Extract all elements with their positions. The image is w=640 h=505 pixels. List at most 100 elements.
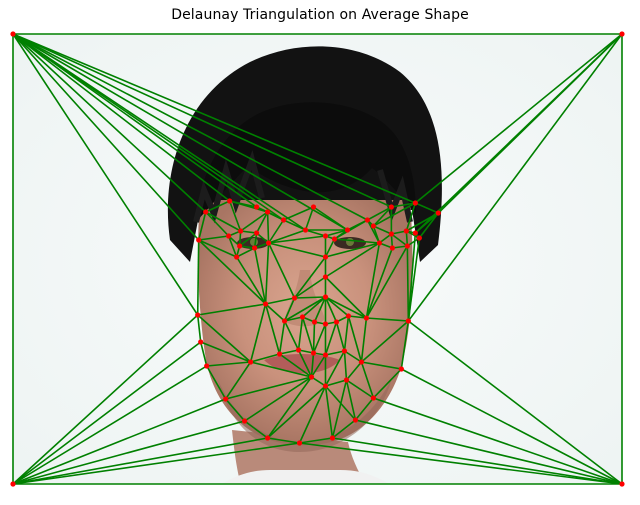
- triangulation-edge: [325, 242, 380, 258]
- triangulation-edge: [365, 247, 394, 319]
- landmark-point: [364, 217, 371, 223]
- triangulation-edge: [200, 341, 251, 363]
- triangulation-edge: [283, 320, 300, 351]
- triangulation-edge: [325, 242, 380, 278]
- landmark-point: [291, 295, 298, 301]
- landmark-point: [302, 227, 309, 233]
- triangulation-edge: [268, 229, 306, 244]
- landmark-point: [310, 204, 317, 210]
- triangulation-edge: [354, 397, 375, 421]
- landmark-point: [345, 313, 352, 319]
- landmark-point: [435, 210, 441, 216]
- landmark-point: [254, 204, 260, 210]
- triangulation-edge: [250, 361, 312, 378]
- landmark-point: [363, 315, 370, 321]
- triangulation-edge: [12, 33, 200, 241]
- landmark-point: [403, 228, 409, 234]
- triangulation-edge: [199, 341, 208, 367]
- triangulation-edge: [400, 320, 410, 370]
- landmark-point: [10, 31, 16, 37]
- landmark-point: [404, 243, 410, 249]
- triangulation-edge: [294, 276, 326, 299]
- landmark-point: [388, 231, 394, 237]
- triangulation-edge: [324, 238, 336, 258]
- triangulation-edge: [343, 315, 350, 352]
- triangulation-edge: [324, 296, 349, 317]
- triangulation-edge: [360, 361, 375, 399]
- landmark-point: [322, 233, 329, 239]
- triangulation-edge: [346, 379, 374, 399]
- triangulation-edge: [324, 385, 334, 439]
- triangulation-edge: [268, 242, 326, 258]
- triangulation-edge: [265, 297, 295, 305]
- triangulation-edge: [331, 419, 356, 439]
- triangulation-edge: [325, 229, 348, 237]
- landmark-point: [196, 237, 202, 243]
- triangulation-edge: [312, 321, 316, 354]
- triangulation-edge: [12, 33, 231, 202]
- right-iris: [346, 238, 354, 246]
- triangulation-edge: [196, 239, 200, 316]
- landmark-point: [254, 230, 260, 236]
- landmark-point: [281, 318, 288, 324]
- triangulation-edge: [331, 379, 348, 439]
- triangulation-edge: [324, 276, 367, 319]
- triangulation-edge: [12, 33, 348, 231]
- triangulation-edge: [418, 212, 439, 239]
- triangulation-edge: [197, 303, 266, 316]
- hair-fringe: [196, 102, 416, 222]
- triangulation-edge: [304, 206, 315, 231]
- triangulation-edge: [229, 200, 268, 213]
- landmark-point: [322, 352, 329, 358]
- triangulation-edge: [365, 245, 409, 319]
- landmark-point: [204, 363, 210, 369]
- landmark-point: [352, 417, 359, 423]
- triangulation-edge: [407, 320, 623, 485]
- triangulation-edge: [266, 376, 313, 439]
- triangulation-edge: [249, 303, 267, 363]
- triangulation-edge: [197, 211, 207, 241]
- landmark-point: [322, 321, 329, 327]
- triangulation-edge: [266, 211, 270, 244]
- triangulation-edge: [264, 303, 281, 355]
- triangulation-edge: [310, 354, 327, 378]
- landmark-point: [226, 233, 232, 239]
- triangulation-edge: [279, 349, 299, 355]
- triangulation-edge: [332, 437, 623, 485]
- landmark-point: [198, 339, 204, 345]
- triangulation-edge: [267, 385, 327, 439]
- landmark-point: [333, 319, 340, 325]
- triangulation-edge: [283, 219, 306, 231]
- triangulation-edges: [12, 33, 623, 485]
- landmark-point: [341, 348, 348, 354]
- triangulation-edge: [361, 361, 402, 370]
- triangulation-edge: [239, 232, 258, 247]
- left-iris: [250, 238, 258, 246]
- landmark-point: [311, 319, 318, 325]
- triangulation-edge: [240, 230, 257, 234]
- triangulation-edge: [205, 365, 227, 400]
- triangulation-edge: [235, 256, 267, 305]
- triangulation-edge: [240, 211, 269, 232]
- triangulation-edge: [373, 225, 392, 235]
- landmark-point: [280, 217, 287, 223]
- triangulation-edge: [196, 314, 202, 343]
- landmark-point: [398, 366, 404, 372]
- triangulation-edge: [355, 419, 623, 485]
- triangulation-edge: [205, 211, 242, 232]
- triangulation-edge: [407, 33, 623, 322]
- triangulation-edge: [225, 376, 312, 400]
- triangulation-edge: [198, 239, 237, 258]
- triangulation-edge: [12, 33, 368, 221]
- triangulation-edge: [345, 361, 363, 381]
- landmark-point: [203, 209, 209, 215]
- landmark-point: [322, 274, 329, 280]
- triangulation-edge: [265, 303, 286, 322]
- triangulation-edge: [311, 376, 326, 387]
- landmark-point: [265, 240, 272, 246]
- triangulation-edge: [344, 350, 362, 363]
- triangulation-edge: [324, 385, 357, 421]
- triangulation-edge: [407, 237, 421, 322]
- triangulation-edge: [335, 321, 346, 352]
- landmark-point: [331, 236, 338, 242]
